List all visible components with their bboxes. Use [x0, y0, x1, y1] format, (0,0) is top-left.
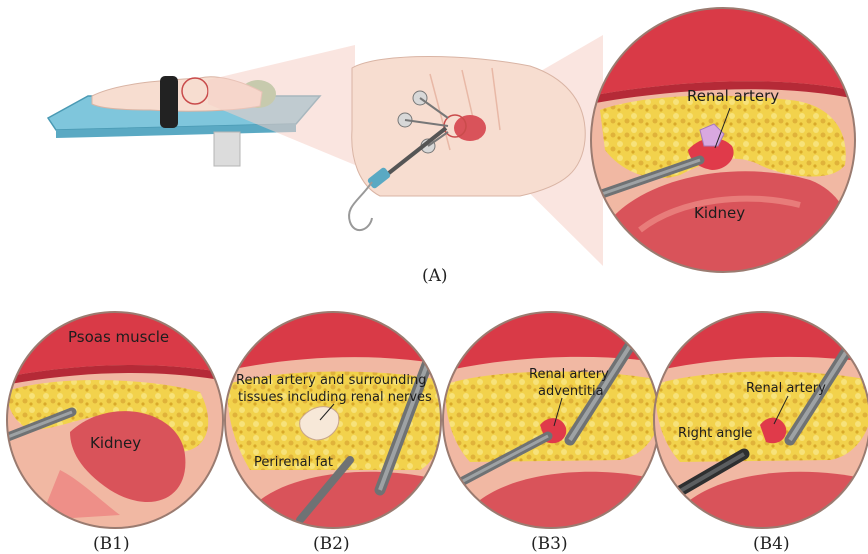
- label-b3-line2: adventitia: [538, 384, 604, 399]
- label-b3-line1: Renal artery: [529, 367, 609, 382]
- label-kidney-b1: Kidney: [90, 434, 141, 452]
- label-psoas-muscle: Psoas muscle: [68, 328, 169, 346]
- label-b2-line1: Renal artery and surrounding: [236, 373, 427, 388]
- panel-b3-view: [440, 300, 680, 540]
- caption-b3: (B3): [531, 534, 568, 554]
- label-kidney-a: Kidney: [694, 204, 745, 222]
- label-renal-artery-b4: Renal artery: [746, 381, 826, 396]
- label-b2-line2: tissues including renal nerves: [238, 390, 432, 405]
- caption-b4: (B4): [753, 534, 790, 554]
- label-right-angle: Right angle: [678, 426, 752, 441]
- caption-b1: (B1): [93, 534, 130, 554]
- panel-b2-view: [220, 300, 460, 540]
- label-perirenal-fat: Perirenal fat: [254, 455, 333, 470]
- panel-b4-view: [650, 300, 868, 540]
- caption-a: (A): [422, 266, 448, 286]
- label-renal-artery-a: Renal artery: [687, 87, 779, 105]
- caption-b2: (B2): [313, 534, 350, 554]
